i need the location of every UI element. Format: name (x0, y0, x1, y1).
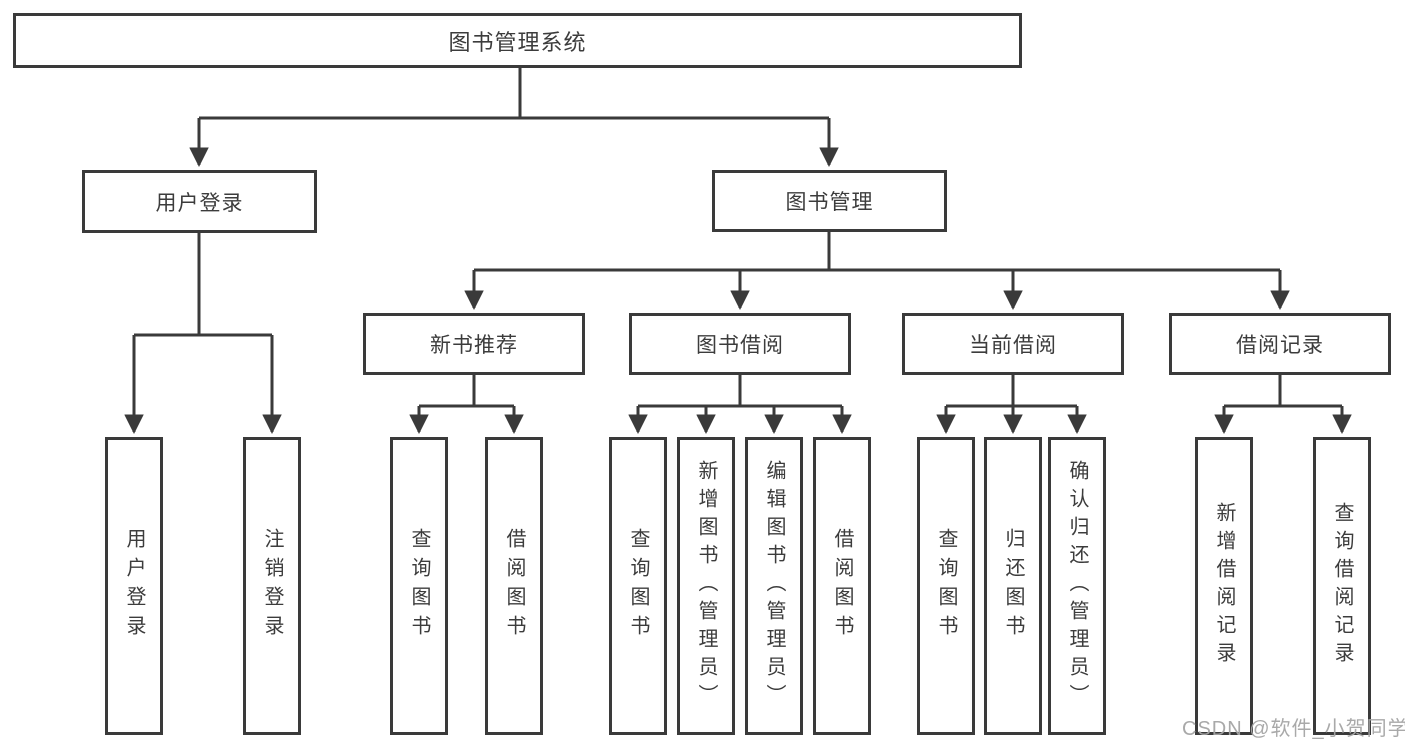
leaf-nbr-query-book: 查询图书 (390, 437, 448, 735)
leaf-cb-query-book: 查询图书 (917, 437, 975, 735)
leaf-nbr-borrow-book: 借阅图书 (485, 437, 543, 735)
leaf-bb-edit-book-admin: 编辑图书（管理员） (745, 437, 803, 735)
leaf-user-login: 用户登录 (105, 437, 163, 735)
leaf-br-query-record: 查询借阅记录 (1313, 437, 1371, 735)
leaf-cb-confirm-return-admin: 确认归还（管理员） (1048, 437, 1106, 735)
leaf-bb-borrow-book: 借阅图书 (813, 437, 871, 735)
node-book-management: 图书管理 (712, 170, 947, 232)
node-current-borrow: 当前借阅 (902, 313, 1124, 375)
node-new-book-recommend: 新书推荐 (363, 313, 585, 375)
node-library-system: 图书管理系统 (13, 13, 1022, 68)
leaf-bb-add-book-admin: 新增图书（管理员） (677, 437, 735, 735)
node-book-borrow: 图书借阅 (629, 313, 851, 375)
leaf-cb-return-book: 归还图书 (984, 437, 1042, 735)
leaf-bb-query-book: 查询图书 (609, 437, 667, 735)
leaf-br-add-record: 新增借阅记录 (1195, 437, 1253, 735)
node-borrow-records: 借阅记录 (1169, 313, 1391, 375)
leaf-logout: 注销登录 (243, 437, 301, 735)
csdn-watermark: CSDN @软件_小贺同学 (1182, 718, 1405, 740)
node-user-login: 用户登录 (82, 170, 317, 233)
